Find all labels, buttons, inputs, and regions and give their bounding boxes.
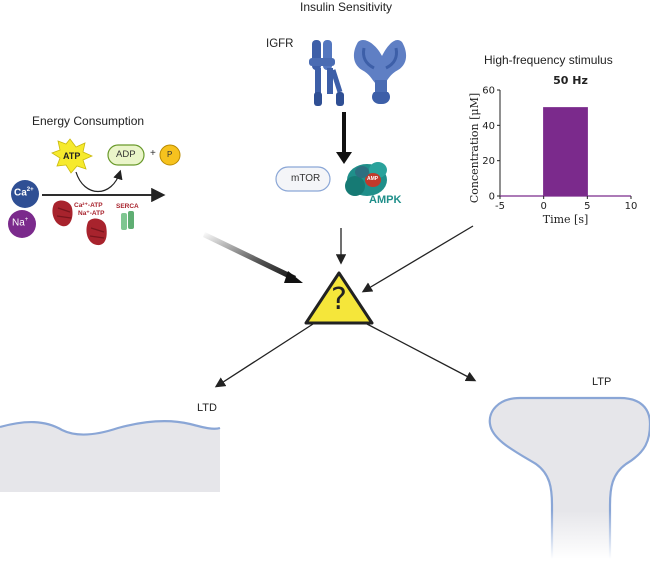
ltd-label: LTD [197,402,217,414]
chart-title: 50 Hz [553,74,588,87]
ltp-spine-edge [488,396,650,559]
sodium-ion-icon [8,210,36,238]
insulin-sensitivity-title: Insulin Sensitivity [300,0,393,14]
chart-y-tick-label: 20 [482,156,495,167]
insulin-receptor-icon [353,39,407,104]
warning-to-ltp-arrow [366,323,477,382]
adp-pill [107,144,145,166]
chart-series-area [500,107,631,197]
ltd-membrane-edge [0,419,221,436]
ltd-membrane-fill [0,421,220,492]
ca-atp-label: Ca²⁺-ATP [74,202,103,209]
energy-arrowhead [284,271,303,283]
energy-to-warning-arrow [203,232,296,281]
energy-consumption-title: Energy Consumption [32,114,145,128]
igfr-label: IGFR [266,38,294,50]
reaction-curve-arrow [75,169,123,193]
ltp-label: LTP [592,376,612,388]
warning-to-ltd-arrow [214,323,314,388]
chart-x-tick-label: 0 [540,201,546,212]
receptor-arrowhead [336,152,352,164]
sodium-label: Na+ [12,217,29,229]
serca-pump-icon [121,211,134,230]
ampk-inner-label: AMP [367,176,379,182]
chart-y-tick-label: 0 [489,192,495,203]
warning-question-mark: ? [331,282,347,317]
ca-atp-pump-icon [52,200,73,227]
atp-label: ATP [63,151,81,161]
plus-label: + [150,148,156,159]
chart-y-tick-label: 60 [482,86,495,97]
chart-x-axis-label: Time [s] [543,213,589,226]
phosphate-label: P [167,150,173,159]
ltp-spine-fill [489,398,650,559]
adp-label: ADP [116,149,136,160]
ampk-protein-icon [345,162,387,196]
atp-burst-icon [51,138,93,174]
stimulus-to-warning-arrow [361,225,474,293]
mtor-label: mTOR [291,173,321,184]
chart-x-tick-label: 10 [625,201,638,212]
chart-x-tick-label: -5 [495,201,505,212]
chart-y-axis-label: Concentration [μM] [468,93,481,203]
chart-y-tick-label: 40 [482,121,495,132]
serca-label: SERCA [116,203,139,210]
phosphate-circle [159,144,181,166]
na-atp-label: Na⁺-ATP [78,210,105,217]
calcium-label: Ca2+ [14,187,34,199]
na-atp-pump-icon [86,218,107,246]
igfr-receptor-icon [309,40,344,106]
warning-triangle-icon [304,271,374,325]
ampk-label: AMPK [369,194,402,206]
chart-x-tick-label: 5 [584,201,590,212]
high-frequency-stimulus-title: High-frequency stimulus [484,53,613,67]
mtor-pill [275,166,331,192]
calcium-ion-icon [11,180,39,208]
